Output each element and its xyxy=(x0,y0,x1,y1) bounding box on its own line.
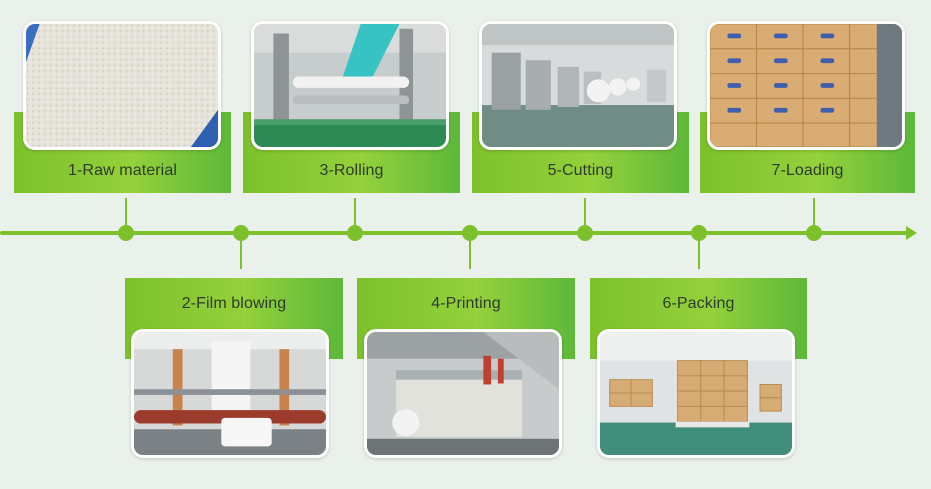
step-3-label: 3-Rolling xyxy=(319,162,384,179)
packing-photo xyxy=(597,329,795,458)
loading-photo xyxy=(707,21,905,150)
step-5-label: 5-Cutting xyxy=(547,162,614,179)
step-4-label: 4-Printing xyxy=(431,295,501,312)
step-6-node xyxy=(691,225,707,241)
step-1-node xyxy=(118,225,134,241)
timeline-arrow-icon xyxy=(906,226,917,240)
step-4-node xyxy=(462,225,478,241)
step-1-connector xyxy=(125,198,127,233)
step-6-connector xyxy=(698,233,700,269)
step-3-connector xyxy=(354,198,356,233)
step-3-node xyxy=(347,225,363,241)
rolling-photo xyxy=(251,21,449,150)
timeline-axis xyxy=(0,231,910,235)
step-6-label: 6-Packing xyxy=(662,295,735,312)
step-4-connector xyxy=(469,233,471,269)
step-2-label: 2-Film blowing xyxy=(181,295,287,312)
printing-photo xyxy=(364,329,562,458)
raw-material-photo xyxy=(23,21,221,150)
step-5-connector xyxy=(584,198,586,233)
step-7-node xyxy=(806,225,822,241)
step-2-node xyxy=(233,225,249,241)
cutting-photo xyxy=(479,21,677,150)
step-7-label: 7-Loading xyxy=(771,162,844,179)
step-5-node xyxy=(577,225,593,241)
step-7-connector xyxy=(813,198,815,233)
film-blowing-photo xyxy=(131,329,329,458)
step-1-label: 1-Raw material xyxy=(68,162,177,179)
step-2-connector xyxy=(240,233,242,269)
